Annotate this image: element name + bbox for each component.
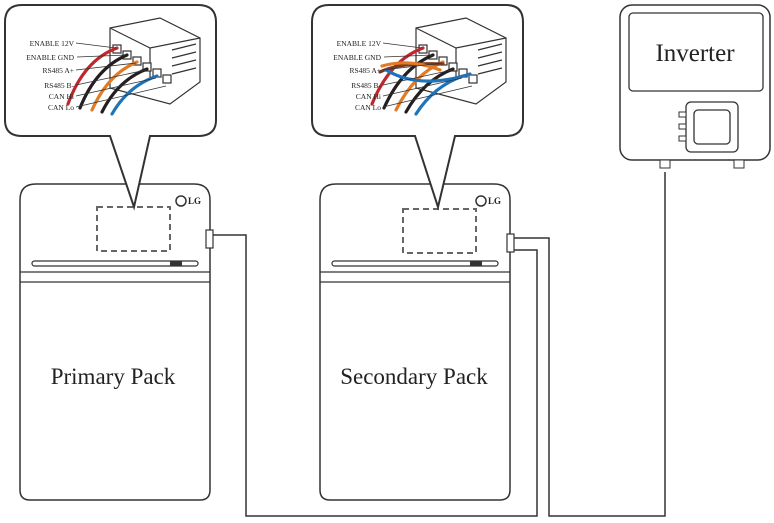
primary-pack-body [19,183,211,501]
pin-label-can-lo: CAN Lo [355,103,381,112]
wire-orange [90,60,139,112]
pin-label-rs485-b: RS485 B- [44,81,74,90]
lg-logo-icon [175,195,187,207]
pin-label-can-hi: CAN Hi [49,92,74,101]
secondary-pack-side-connector [506,233,515,253]
terminal-block-icon [415,17,507,105]
inverter-gland [659,159,671,169]
primary-pack-slot [31,260,199,267]
pin-label-rs485-b: RS485 B- [351,81,381,90]
comm-cable-secondary-to-inverter [514,172,666,517]
inverter-button [678,135,687,142]
pin-label-rs485-a: RS485 A+ [42,66,74,75]
pin-label-can-lo: CAN Lo [48,103,74,112]
wire-black [382,53,435,110]
inverter: Inverter [619,4,771,169]
secondary-pack-slot-badge [470,261,482,266]
primary-pack: LG Primary Pack [19,183,214,501]
comm-cable-primary-to-secondary [212,234,538,517]
inverter-window-inner [693,109,731,145]
primary-pack-lower-panel [20,271,210,283]
primary-pack-label: Primary Pack [51,364,176,389]
secondary-pack: LG Secondary Pack [319,183,515,501]
wire-red [66,46,119,106]
callout-secondary: ENABLE 12V ENABLE GND RS485 A+ RS485 B- … [311,4,524,211]
primary-pack-port-area [96,206,171,252]
pin-label-can-hi: CAN Hi [356,92,381,101]
secondary-pack-port-area [402,208,477,254]
inverter-display-frame [628,12,764,92]
pin-label-rs485-a: RS485 A+ [349,66,381,75]
pin-label-enable-gnd: ENABLE GND [26,53,74,62]
secondary-pack-slot [331,260,499,267]
pin-label-enable-12v: ENABLE 12V [30,39,75,48]
pin-label-enable-gnd: ENABLE GND [333,53,381,62]
primary-pack-side-connector [205,229,214,249]
inverter-button [678,123,687,130]
terminal-block-icon [109,17,201,105]
secondary-pack-body [319,183,511,501]
inverter-gland [733,159,745,169]
pin-label-enable-12v: ENABLE 12V [337,39,382,48]
secondary-pack-label: Secondary Pack [340,364,488,389]
inverter-button [678,111,687,118]
callout-primary: ENABLE 12V ENABLE GND RS485 A+ RS485 B- … [4,4,217,211]
primary-pack-logo-text: LG [188,196,201,206]
wire-blue [110,74,159,116]
inverter-label: Inverter [655,40,735,67]
wire-orange-jumper [380,61,442,72]
secondary-pack-lower-panel [320,271,510,283]
primary-pack-slot-badge [170,261,182,266]
secondary-pack-logo-text: LG [488,196,501,206]
wire-black [78,53,129,110]
lg-logo-icon [475,195,487,207]
wire-blue-jumper [384,68,472,83]
